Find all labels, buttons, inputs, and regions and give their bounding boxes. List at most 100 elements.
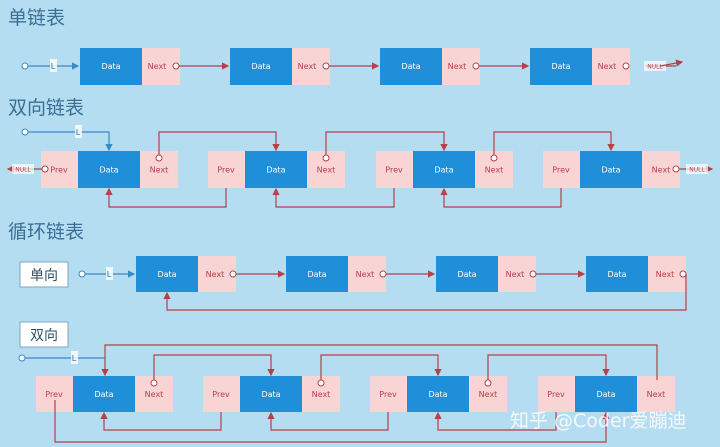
next-label: Next xyxy=(298,62,317,71)
circular-doubly-prev-cell xyxy=(370,376,407,412)
pointer-dot-icon xyxy=(490,154,498,162)
circular-doubly-prev-cell xyxy=(538,376,575,412)
doubly-prev-cell xyxy=(376,151,413,188)
circular-doubly-data-cell xyxy=(407,376,469,412)
pointer-dot-icon xyxy=(229,270,237,278)
label-one-way: 单向 xyxy=(19,261,69,288)
data-cell xyxy=(586,256,648,292)
head-label-bg xyxy=(50,59,57,72)
pointer-dot-icon xyxy=(472,62,480,70)
data-label: Data xyxy=(101,62,120,71)
circular-doubly-next-cell xyxy=(637,376,675,412)
data-cell xyxy=(80,48,142,85)
title-singly-linked-list: 单链表 xyxy=(8,7,65,29)
next-pointer-arrow xyxy=(487,354,610,380)
next-label: Next xyxy=(656,270,675,279)
head-label: L xyxy=(51,62,56,71)
doubly-data-cell xyxy=(580,151,642,188)
title-circular-linked-list: 循环链表 xyxy=(8,221,84,243)
next-label: Next xyxy=(150,166,169,175)
data-label: Data xyxy=(99,166,118,175)
head-start-dot-icon xyxy=(21,128,29,136)
prev-pointer-arrow xyxy=(272,181,395,208)
head-label-bg xyxy=(71,351,78,364)
circular-prev-back-arrow xyxy=(54,400,610,443)
data-label: Data xyxy=(266,166,285,175)
doubly-prev-cell xyxy=(208,151,245,188)
head-label-bg xyxy=(75,125,82,138)
head-label-bg xyxy=(106,267,113,280)
data-cell xyxy=(230,48,292,85)
next-label: Next xyxy=(479,390,498,399)
doubly-prev-cell xyxy=(543,151,580,188)
data-label: Data xyxy=(157,270,176,279)
doubly-data-cell xyxy=(78,151,140,188)
data-cell xyxy=(436,256,498,292)
circular-next-back-arrow xyxy=(101,344,658,380)
prev-label: Prev xyxy=(45,390,63,399)
prev-pointer-arrow xyxy=(105,181,227,208)
prev-label: Prev xyxy=(385,166,403,175)
prev-label: Prev xyxy=(552,166,570,175)
doubly-data-cell xyxy=(413,151,475,188)
prev-label: Prev xyxy=(217,166,235,175)
head-label: L xyxy=(107,270,112,279)
data-label: Data xyxy=(251,62,270,71)
null-label-bg xyxy=(686,164,708,174)
pointer-dot-icon xyxy=(529,270,537,278)
data-label: Data xyxy=(607,270,626,279)
next-pointer-arrow xyxy=(158,131,280,155)
next-pointer-arrow xyxy=(325,131,448,155)
data-label: Data xyxy=(401,62,420,71)
data-label: Data xyxy=(94,390,113,399)
data-label: Data xyxy=(261,390,280,399)
pointer-dot-icon xyxy=(322,154,330,162)
head-start-dot-icon xyxy=(78,270,86,278)
next-label: Next xyxy=(448,62,467,71)
prev-label: Prev xyxy=(212,390,230,399)
circular-doubly-prev-cell xyxy=(203,376,240,412)
pointer-dot-icon xyxy=(622,62,630,70)
pointer-dot-icon xyxy=(484,379,492,387)
pointer-dot-icon xyxy=(672,165,680,173)
next-label: Next xyxy=(206,270,225,279)
pointer-dot-icon xyxy=(379,270,387,278)
data-label: Data xyxy=(596,390,615,399)
prev-label: Prev xyxy=(50,166,68,175)
prev-label: Prev xyxy=(547,390,565,399)
head-label: L xyxy=(72,354,77,363)
pointer-dot-icon xyxy=(679,270,687,278)
next-label: Next xyxy=(652,166,671,175)
data-label: Data xyxy=(307,270,326,279)
head-pointer-arrow xyxy=(28,131,113,152)
next-label: Next xyxy=(485,166,504,175)
pointer-dot-icon xyxy=(317,379,325,387)
title-doubly-linked-list: 双向链表 xyxy=(8,97,84,119)
data-label: Data xyxy=(551,62,570,71)
pointer-dot-icon xyxy=(322,62,330,70)
head-start-dot-icon xyxy=(21,62,29,70)
next-label: Next xyxy=(598,62,617,71)
next-label: Next xyxy=(312,390,331,399)
data-cell xyxy=(530,48,592,85)
circular-doubly-data-cell xyxy=(575,376,637,412)
next-label: Next xyxy=(148,62,167,71)
pointer-dot-icon xyxy=(172,62,180,70)
prev-label: Prev xyxy=(379,390,397,399)
next-pointer-arrow xyxy=(153,354,275,380)
null-label-bg xyxy=(12,164,34,174)
prev-pointer-arrow xyxy=(434,405,557,431)
data-label: Data xyxy=(457,270,476,279)
circular-doubly-data-cell xyxy=(240,376,302,412)
next-label: Next xyxy=(317,166,336,175)
next-label: Next xyxy=(145,390,164,399)
circular-doubly-data-cell xyxy=(73,376,135,412)
next-label: Next xyxy=(647,390,666,399)
next-pointer-arrow xyxy=(320,354,442,380)
next-label: Next xyxy=(506,270,525,279)
pointer-dot-icon xyxy=(155,154,163,162)
circular-back-arrow xyxy=(163,274,687,311)
null-label: NULL xyxy=(647,64,663,71)
data-cell xyxy=(136,256,198,292)
null-label: NULL xyxy=(15,167,31,174)
